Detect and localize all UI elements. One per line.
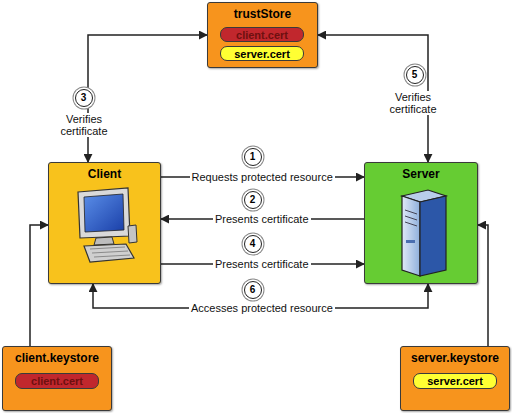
certificate-pill: client.cert — [220, 27, 304, 42]
box-title: Client — [49, 167, 160, 181]
store-box: Client — [48, 162, 161, 284]
box-title: server.keystore — [401, 351, 509, 365]
edge-label: Presents certificate — [213, 258, 311, 270]
edge-label: Presents certificate — [213, 213, 311, 225]
connector-arrow — [88, 35, 207, 162]
certificate-name: client.cert — [31, 375, 83, 387]
connector-arrow — [478, 225, 488, 346]
box-title: Server — [365, 167, 477, 181]
store-box: server.keystore server.cert — [400, 346, 510, 411]
store-box: Server — [364, 162, 478, 284]
computer-illustration — [78, 188, 137, 262]
callout-number: 2 — [244, 191, 262, 209]
connector-arrow — [30, 225, 48, 346]
edge-label: Accesses protected resource — [189, 302, 335, 314]
certificate-pill: client.cert — [15, 373, 99, 389]
certificate-pill: server.cert — [413, 373, 497, 389]
certificate-name: server.cert — [427, 375, 483, 387]
store-box: trustStore client.cert server.cert — [207, 2, 318, 68]
box-title: client.keystore — [3, 351, 111, 365]
callout-number: 3 — [75, 89, 93, 107]
box-title: trustStore — [208, 7, 317, 21]
certificate-pill: server.cert — [220, 46, 304, 61]
callout-number: 6 — [244, 281, 262, 299]
edge-label: Verifies certificate — [50, 113, 118, 137]
callout-number: 4 — [244, 235, 262, 253]
edge-label: Verifies certificate — [379, 91, 447, 115]
callout-number: 1 — [244, 148, 262, 166]
certificate-name: client.cert — [236, 29, 288, 41]
edge-label: Requests protected resource — [190, 171, 335, 183]
certificate-name: server.cert — [234, 48, 290, 60]
store-box: client.keystore client.cert — [2, 346, 112, 411]
server-illustration — [402, 190, 446, 276]
callout-number: 5 — [406, 66, 424, 84]
